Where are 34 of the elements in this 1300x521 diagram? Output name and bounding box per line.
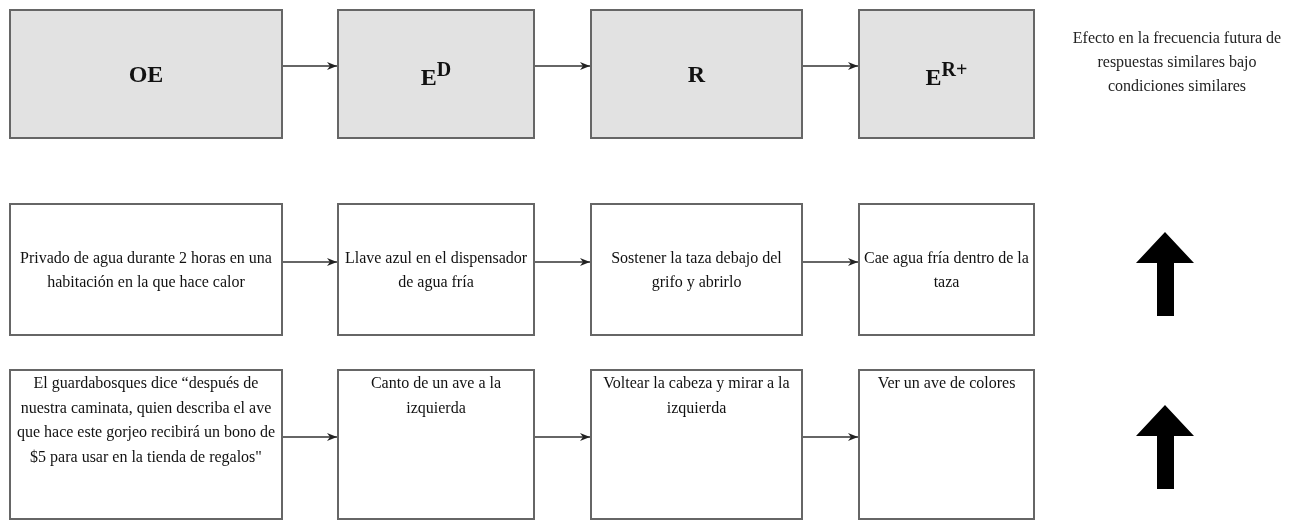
example-box	[858, 203, 1035, 336]
term-label: E$^{R+}$	[925, 57, 968, 91]
box-text: Privado de agua durante 2 horas en una habitación en la que hace calor	[19, 247, 273, 293]
example-box	[9, 369, 283, 520]
arrow	[534, 433, 591, 441]
term-box	[858, 9, 1035, 139]
example-box	[590, 203, 803, 336]
example-box	[337, 203, 535, 336]
term-label: E$^{D}$	[420, 57, 452, 91]
box-text: Sostener la taza debajo del grifo y abrirlo	[610, 247, 783, 293]
arrow	[534, 62, 591, 70]
arrow	[534, 258, 591, 266]
box-text: Cae agua fría dentro de la taza	[864, 247, 1029, 292]
arrow	[802, 258, 859, 266]
arrow	[282, 433, 338, 441]
term-label: OE	[128, 60, 164, 88]
term-label: R	[687, 60, 706, 88]
arrow	[802, 433, 859, 441]
example-box	[9, 203, 283, 336]
effect-note: Efecto en la frecuencia futura de respuestas similares bajo condiciones similares	[1071, 28, 1283, 96]
term-box	[337, 9, 535, 139]
arrow	[282, 258, 338, 266]
example-box	[858, 369, 1035, 520]
box-text: Voltear la cabeza y mirar a la izquierda	[602, 373, 791, 419]
example-box	[337, 369, 535, 520]
box-text: El guardabosques dice “después de nuestra caminata, quien describa el ave que hace este gorjeo recibirá un bono de $5 para usar en la tienda de regalos"	[15, 373, 277, 468]
box-text: Llave azul en el dispensador de agua fría	[343, 247, 529, 293]
term-box	[590, 9, 803, 139]
box-text: Ver un ave de colores	[877, 373, 1016, 393]
box-text: Canto de un ave a la izquierda	[369, 373, 503, 419]
example-box	[590, 369, 803, 520]
arrow	[802, 62, 859, 70]
term-box	[9, 9, 283, 139]
arrow	[282, 62, 338, 70]
